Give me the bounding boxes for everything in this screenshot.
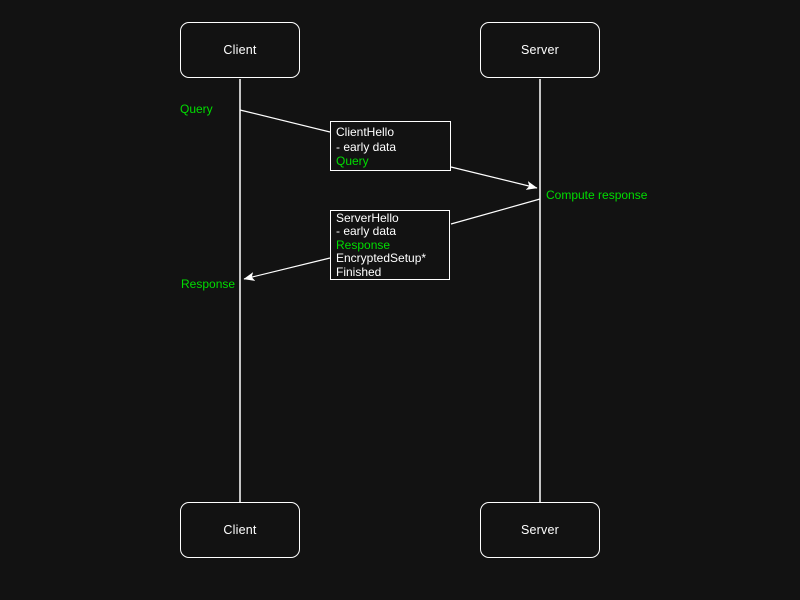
message-box-server-hello: ServerHello - early data Response Encryp…	[330, 210, 450, 280]
actor-server-bottom-label: Server	[520, 523, 560, 537]
message-line-encryptedsetup: EncryptedSetup*	[336, 251, 427, 266]
message-line-finished: Finished	[336, 264, 382, 279]
message-line-early-data: - early data	[336, 224, 397, 239]
client-to-server-message-segment	[239, 109, 331, 133]
actor-client-top-label: Client	[223, 43, 257, 57]
actor-client-top: Client	[180, 22, 300, 78]
server-to-client-arrowhead-segment	[243, 257, 331, 281]
actor-server-top-label: Server	[520, 43, 560, 57]
message-line-clienthello: ClientHello	[336, 125, 395, 139]
label-query: Query	[180, 102, 213, 116]
actor-client-bottom-label: Client	[223, 523, 257, 537]
label-compute-response: Compute response	[546, 188, 648, 202]
client-to-server-arrowhead-segment	[450, 166, 538, 190]
message-line-serverhello: ServerHello	[336, 211, 399, 225]
message-line-early-data: - early data	[336, 139, 397, 154]
server-to-client-message-segment	[450, 198, 541, 225]
message-line-response: Response	[336, 237, 391, 252]
message-box-client-hello: ClientHello - early data Query	[330, 121, 451, 171]
message-line-query: Query	[336, 154, 369, 168]
actor-server-top: Server	[480, 22, 600, 78]
label-response: Response	[181, 277, 236, 291]
actor-client-bottom: Client	[180, 502, 300, 558]
actor-server-bottom: Server	[480, 502, 600, 558]
